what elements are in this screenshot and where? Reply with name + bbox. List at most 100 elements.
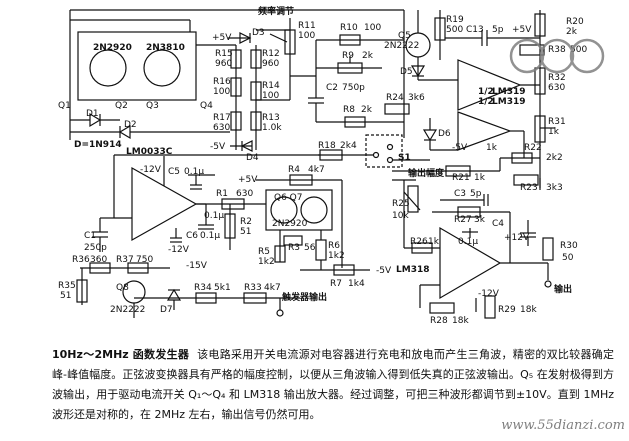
label-c2v: 750p xyxy=(342,83,365,93)
label-r35: R35 xyxy=(58,281,76,291)
label-r2: R2 xyxy=(240,217,252,227)
resistor-r10 xyxy=(339,34,361,46)
label-lm319-b: LM319 xyxy=(492,97,525,107)
resistor-r37 xyxy=(127,262,149,274)
label-q6q7: Q6 Q7 xyxy=(274,193,302,203)
label-lm319-half: 1/2 xyxy=(478,87,494,97)
label-c3v: 5p xyxy=(470,189,482,199)
label-r20v: 2k xyxy=(566,27,578,37)
label-r6: R6 xyxy=(328,241,340,251)
label-r25v: 10k xyxy=(392,211,409,221)
label-r23v: 3k3 xyxy=(546,183,563,193)
label-r5v: 1k2 xyxy=(258,257,275,267)
label-lm318-cap: 0.1μ xyxy=(458,237,478,247)
label-r36: R36 xyxy=(72,255,90,265)
watermark-url: www.55dianzi.com xyxy=(501,418,625,433)
label-r7v: 1k4 xyxy=(348,279,365,289)
label-amplitude: 输出幅度 xyxy=(408,167,445,179)
resistor-r35 xyxy=(76,279,88,303)
label-r21: R21 xyxy=(452,173,470,183)
label-supply-m12v-bottom: -12V xyxy=(168,245,190,255)
label-r37: R37 xyxy=(116,255,134,265)
label-q5: Q5 xyxy=(398,31,411,41)
switch-s1-contact-a xyxy=(372,151,380,159)
label-ic-cap: 0.1μ xyxy=(204,211,224,221)
resistor-r36 xyxy=(89,262,111,274)
label-q6q7-part: 2N2920 xyxy=(272,219,308,229)
label-r33: R33 xyxy=(244,283,262,293)
label-c13: C13 xyxy=(466,25,484,35)
label-r35v: 51 xyxy=(60,291,71,301)
label-q2: Q2 xyxy=(115,101,128,111)
resistor-r33 xyxy=(243,292,267,304)
label-q8-part: 2N2222 xyxy=(110,305,145,315)
label-r3v: 56 xyxy=(304,243,316,253)
label-r17: R17 xyxy=(213,113,231,123)
diode-d4 xyxy=(240,140,253,152)
label-r19v: 500 xyxy=(446,25,463,35)
label-c1v: 250p xyxy=(84,243,107,253)
resistor-r22 xyxy=(511,152,533,164)
label-r32v: 630 xyxy=(548,83,565,93)
label-r3: R3 xyxy=(288,243,300,253)
resistor-r1 xyxy=(221,198,245,210)
label-d5: D5 xyxy=(400,67,413,77)
label-c3: C3 xyxy=(454,189,466,199)
label-r15: R15 xyxy=(215,49,233,59)
caption-title: 10Hz～2MHz 函数发生器 xyxy=(52,348,190,361)
label-output: 输出 xyxy=(554,283,572,295)
label-r30: R30 xyxy=(560,241,578,251)
resistor-r30 xyxy=(542,237,554,261)
label-lm319: LM319 xyxy=(492,87,525,97)
resistor-r8 xyxy=(344,116,366,128)
resistor-r11 xyxy=(284,29,296,55)
label-r26: R26 xyxy=(410,237,428,247)
label-r12: R12 xyxy=(262,49,280,59)
label-r27: R27 xyxy=(454,215,472,225)
label-trigger-output: 触发器输出 xyxy=(281,291,327,303)
circuit-schematic: 频率调节 2N2920 2N3810 Q1 Q2 Q3 Q4 D1 D2 D=1… xyxy=(58,5,587,326)
watermark-logo xyxy=(509,38,605,74)
label-r21v: 1k xyxy=(474,173,486,183)
resistor-r7 xyxy=(333,264,355,276)
label-lm318: LM318 xyxy=(396,265,429,275)
resistor-r5 xyxy=(274,245,286,263)
label-d6: D6 xyxy=(438,129,451,139)
q6-q7-pair-box xyxy=(265,189,333,231)
resistor-r3 xyxy=(283,235,303,246)
diode-d5 xyxy=(410,65,426,78)
label-r4v: 4k7 xyxy=(308,165,325,175)
label-r38v: 500 xyxy=(570,45,587,55)
label-d7: D7 xyxy=(160,305,173,315)
label-supply-p5v-top: +5V xyxy=(212,33,232,43)
label-r17v: 630 xyxy=(213,123,230,133)
resistor-r19 xyxy=(434,17,446,41)
label-c4: C4 xyxy=(492,219,504,229)
label-lm319-half-b: 1/2 xyxy=(478,97,494,107)
label-r23: R23 xyxy=(520,183,538,193)
resistor-r34 xyxy=(195,292,217,304)
resistor-r2 xyxy=(224,213,236,239)
resistor-r27 xyxy=(457,206,481,218)
label-c2: C2 xyxy=(326,83,338,93)
label-c5: C5 xyxy=(168,167,180,177)
label-supply-p5v-mid: +5V xyxy=(238,175,258,185)
label-supply-m15v: -15V xyxy=(186,261,208,271)
label-supply-m5v-left: -5V xyxy=(210,142,226,152)
resistor-r29 xyxy=(484,295,496,319)
label-supply-m5v-right: -5V xyxy=(376,266,392,276)
resistor-r4 xyxy=(289,174,313,186)
caption-paragraph: 10Hz～2MHz 函数发生器该电路采用开关电流源对电容器进行充电和放电而产生三… xyxy=(52,345,614,425)
resistor-r23 xyxy=(513,174,539,186)
label-supply-m12v-top: -12V xyxy=(140,165,162,175)
label-supply-m5v-mid: -5V xyxy=(452,143,468,153)
q1-q2-symbol xyxy=(89,49,127,87)
label-r36v: 360 xyxy=(90,255,107,265)
label-s1: S1 xyxy=(398,153,411,163)
label-r1: R1 xyxy=(216,189,228,199)
caption: 10Hz～2MHz 函数发生器该电路采用开关电流源对电容器进行充电和放电而产生三… xyxy=(52,345,614,425)
label-r34: R34 xyxy=(194,283,212,293)
q6-transistor xyxy=(270,196,298,224)
resistor-r13 xyxy=(250,111,262,131)
label-supply-p12v: +12V xyxy=(504,233,530,243)
